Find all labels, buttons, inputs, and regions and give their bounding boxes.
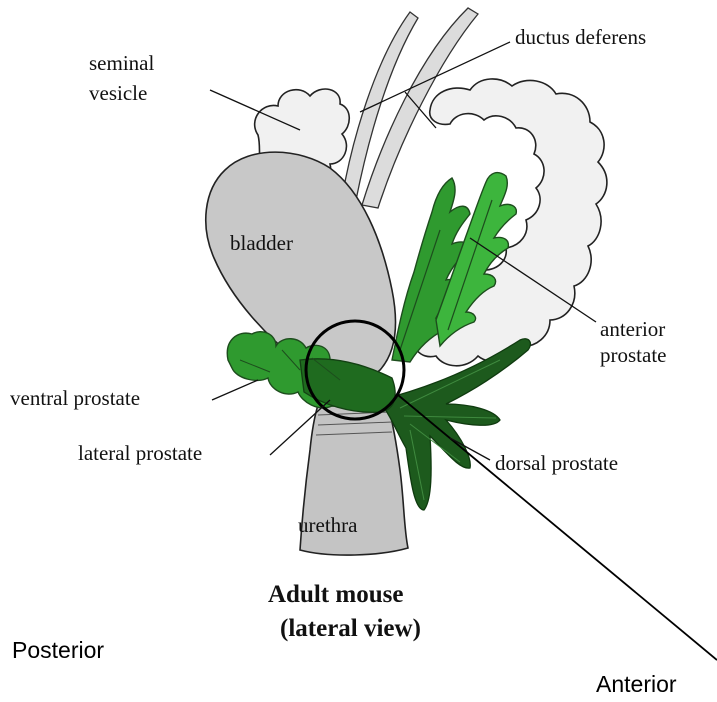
highlight-pointer-line [398,395,717,660]
label-urethra: urethra [298,513,358,537]
label-ventral-prostate: ventral prostate [10,386,140,410]
caption-line-1: Adult mouse [268,581,403,608]
label-lateral-prostate: lateral prostate [78,441,202,465]
label-dorsal-prostate: dorsal prostate [495,451,618,475]
label-posterior: Posterior [12,637,104,663]
label-bladder: bladder [230,231,293,255]
label-seminal-vesicle-1: seminal [89,51,154,75]
label-anterior: Anterior [596,671,677,697]
caption-line-2: (lateral view) [280,615,421,642]
label-ductus-deferens: ductus deferens [515,25,646,49]
label-anterior-prostate-1: anterior [600,317,665,341]
label-anterior-prostate-2: prostate [600,343,666,367]
label-seminal-vesicle-2: vesicle [89,81,147,105]
